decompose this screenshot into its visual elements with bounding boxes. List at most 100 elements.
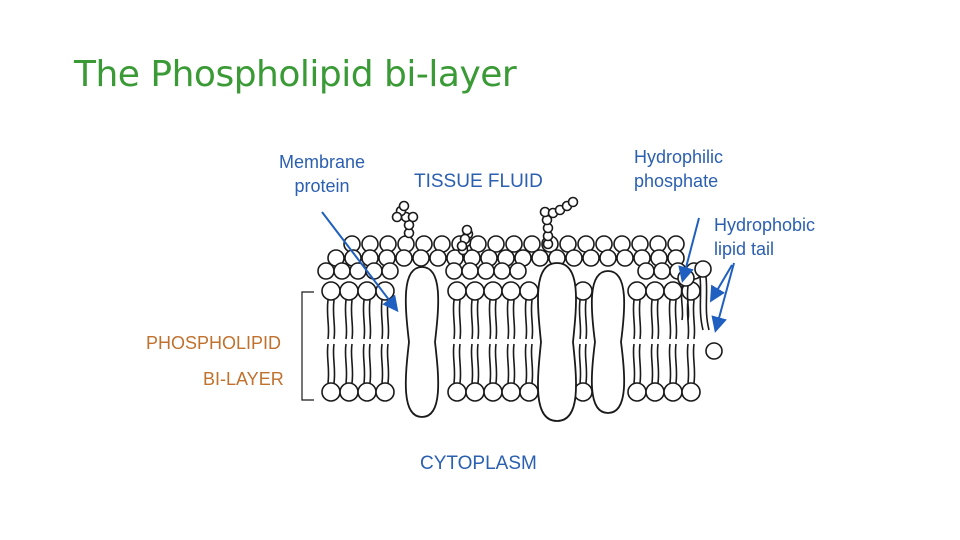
lipid-tail — [578, 299, 582, 340]
lipid-tail — [530, 343, 534, 384]
lipid-tail — [680, 285, 684, 321]
lipid-tail — [494, 343, 498, 384]
phosphate-head — [465, 281, 485, 301]
lipid-tail — [674, 343, 678, 384]
phosphate-head — [321, 382, 341, 402]
phosphate-head — [501, 281, 521, 301]
arrow-hydrophobic-tail-1 — [709, 264, 733, 303]
phosphate-head — [321, 281, 341, 301]
glycolipid-bead — [567, 196, 579, 208]
phosphate-head — [663, 382, 683, 402]
bilayer-illustration — [301, 196, 723, 422]
arrow-hydrophilic-phosphate — [678, 217, 700, 283]
lipid-tail — [656, 299, 660, 340]
phosphate-head — [447, 281, 467, 301]
lipid-tail — [362, 343, 366, 384]
phosphate-head — [447, 382, 467, 402]
phosphate-head — [645, 382, 665, 402]
lipid-tail — [380, 299, 384, 340]
lipid-tail — [344, 343, 348, 384]
lipid-tail — [632, 343, 636, 384]
phosphate-head — [627, 281, 647, 301]
lipid-tail — [692, 299, 696, 340]
lipid-tail — [705, 276, 710, 331]
lipid-tail — [368, 299, 372, 340]
cytoplasm-label: CYTOPLASM — [420, 453, 537, 474]
phosphate-head — [357, 382, 377, 402]
glycolipid-bead — [391, 211, 403, 223]
hydrophilic-phosphate-label: Hydrophilic phosphate — [634, 147, 724, 191]
lipid-tail — [638, 299, 642, 340]
arrow-membrane-protein — [321, 211, 399, 313]
phosphate-head — [582, 249, 600, 267]
phosphate-head — [477, 262, 495, 280]
phosphate-head — [483, 382, 503, 402]
lipid-tail — [380, 343, 384, 384]
arrow-hydrophobic-tail-2 — [711, 262, 735, 333]
lipid-tail — [686, 343, 690, 384]
lipid-tail — [674, 299, 678, 340]
lipid-tail — [584, 343, 588, 384]
phosphate-head — [505, 235, 523, 253]
lipid-tail — [668, 299, 672, 340]
glycolipid-bead — [461, 224, 473, 236]
phosphate-head — [357, 281, 377, 301]
lipid-tail — [668, 343, 672, 384]
lipid-tail — [332, 343, 336, 384]
lipid-tail — [476, 299, 480, 340]
phosphate-head — [519, 382, 539, 402]
lipid-tail — [458, 299, 462, 340]
lipid-tail — [524, 343, 528, 384]
lipid-tail — [530, 299, 534, 340]
lipid-tail — [638, 343, 642, 384]
phosphate-head — [501, 382, 521, 402]
lipid-tail — [506, 299, 510, 340]
lipid-tail — [692, 343, 696, 384]
phosphate-head — [429, 249, 447, 267]
phosphate-head — [317, 262, 335, 280]
membrane-protein — [590, 270, 626, 414]
phosphate-head — [705, 342, 723, 360]
phosphate-head — [677, 269, 695, 287]
lipid-tail — [584, 299, 588, 340]
membrane-protein-label: Membrane protein — [278, 152, 366, 196]
phosphate-head — [461, 262, 479, 280]
pointer-arrows — [321, 211, 735, 333]
lipid-tail — [458, 343, 462, 384]
phosphate-head — [445, 262, 463, 280]
phosphate-head — [519, 281, 539, 301]
phosphate-head — [523, 235, 541, 253]
lipid-tail — [494, 299, 498, 340]
lipid-tail — [326, 299, 330, 340]
phosphate-head — [375, 382, 395, 402]
lipid-tail — [452, 343, 456, 384]
phosphate-head — [599, 249, 617, 267]
bilayer-label: BI-LAYER — [203, 369, 284, 389]
phosphate-head — [681, 382, 701, 402]
lipid-tail — [650, 343, 654, 384]
lipid-tail — [488, 343, 492, 384]
lipid-tail — [512, 343, 516, 384]
lipid-tail — [656, 343, 660, 384]
phosphate-head — [395, 249, 413, 267]
phosphate-head — [653, 262, 671, 280]
lipid-tail — [488, 299, 492, 340]
phospholipid-label: PHOSPHOLIPID — [146, 333, 282, 353]
lipid-tail — [344, 299, 348, 340]
lipid-tail — [512, 299, 516, 340]
lipid-tail — [350, 343, 354, 384]
lipid-tail — [386, 343, 390, 384]
page-title: The Phospholipid bi-layer — [74, 54, 517, 95]
lipid-tail — [686, 285, 690, 321]
phosphate-head — [493, 262, 511, 280]
tissue-fluid-label: TISSUE FLUID — [414, 171, 543, 192]
hydrophobic-tail-label: Hydrophobic lipid tail — [714, 215, 816, 259]
membrane-protein — [537, 262, 577, 422]
lipid-tail — [470, 299, 474, 340]
lipid-tail — [524, 299, 528, 340]
glycolipid-bead — [407, 211, 419, 223]
lipid-tail — [470, 343, 474, 384]
phosphate-head — [381, 262, 399, 280]
phosphate-head — [339, 382, 359, 402]
lipid-tail — [452, 299, 456, 340]
